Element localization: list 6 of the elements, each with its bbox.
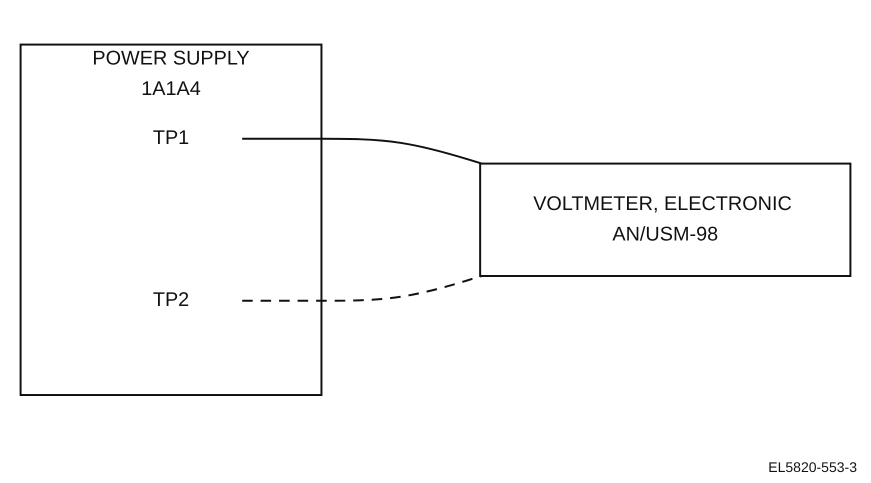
connector: [242, 138, 482, 165]
figure-number: EL5820-553-3: [768, 459, 857, 475]
node-text: TP2: [152, 288, 190, 312]
node-text: TP1: [152, 126, 190, 150]
node-box: VOLTMETER, ELECTRONIC AN/USM-98: [479, 162, 852, 278]
connector: [242, 275, 482, 302]
